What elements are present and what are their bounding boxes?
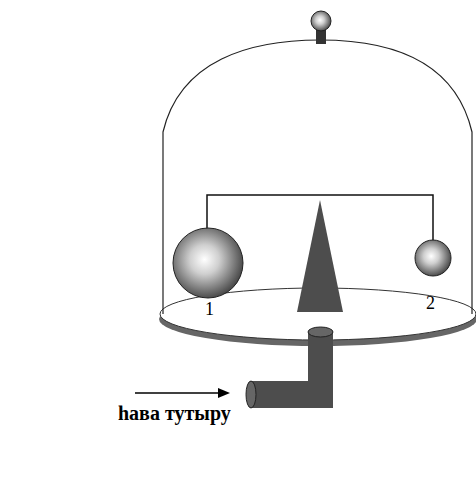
knob xyxy=(311,11,331,31)
arrow-head xyxy=(218,388,230,398)
air-arrow xyxy=(135,392,222,393)
small-sphere xyxy=(415,240,451,276)
large-sphere xyxy=(173,228,243,298)
callout-number: 1 xyxy=(205,300,214,318)
bell-jar xyxy=(163,40,472,314)
callout-number: 2 xyxy=(426,294,435,312)
action-label: һава тутыру xyxy=(118,403,231,423)
pipe-vertical xyxy=(308,332,333,408)
fulcrum-cone xyxy=(297,200,343,312)
pipe-opening xyxy=(246,381,256,408)
pipe-top xyxy=(308,327,333,337)
